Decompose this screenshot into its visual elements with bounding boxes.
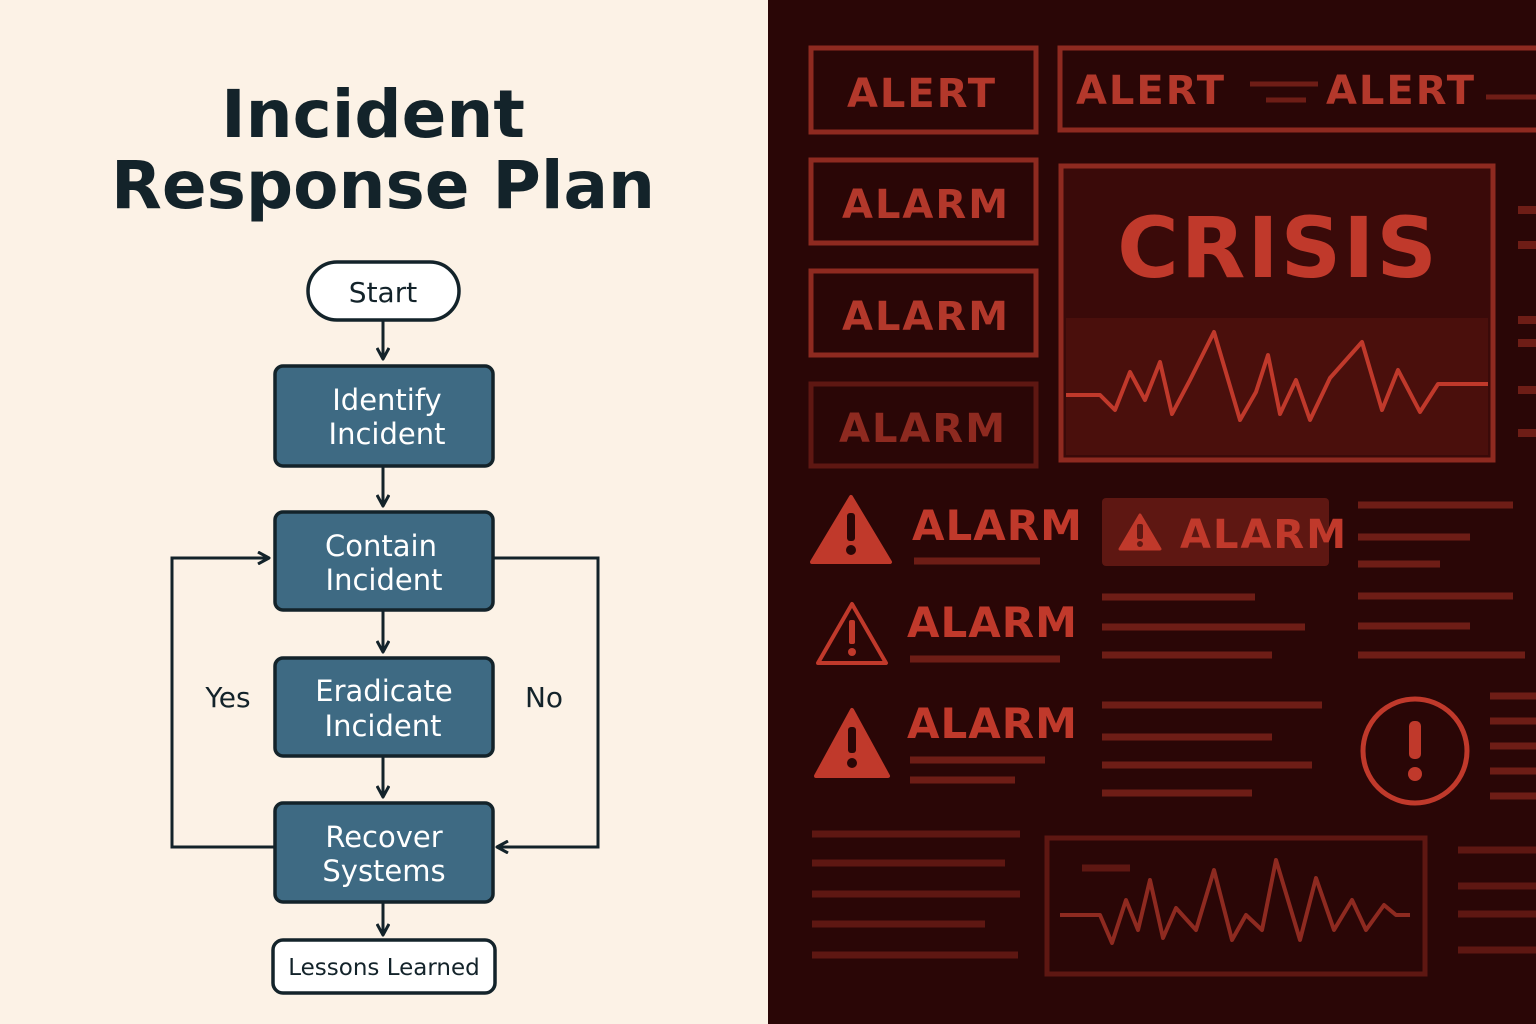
alert-box: ALERT	[808, 45, 1039, 135]
step-label-line1: Contain	[325, 529, 437, 563]
title-line-2: Response Plan	[111, 147, 655, 224]
title-line-1: Incident	[221, 76, 525, 153]
warning-row: ALARM	[814, 699, 1078, 784]
text-lines-block	[1102, 593, 1305, 659]
lessons-learned-label: Lessons Learned	[288, 955, 480, 981]
start-node: Start	[306, 260, 461, 322]
edge-stripes	[1518, 206, 1536, 437]
step-recover-systems: Recover Systems	[273, 801, 495, 904]
alarm-dashboard-canvas: ALERT ALERT ALERT ALARM ALARM ALARM CRI	[768, 0, 1536, 1024]
badge-label: ALARM	[1180, 512, 1348, 558]
text-lines-block	[1358, 501, 1525, 659]
warning-label: ALARM	[907, 699, 1078, 748]
step-label-line1: Identify	[332, 383, 441, 417]
step-contain-incident: Contain Incident	[273, 510, 495, 612]
crisis-panel: CRISIS	[1058, 163, 1496, 463]
alert-label: ALERT	[847, 71, 997, 117]
alarm-box: ALARM	[808, 157, 1039, 246]
branch-no-label: No	[525, 681, 563, 714]
alarm-label: ALARM	[842, 182, 1010, 228]
loop-no-connector	[493, 556, 600, 847]
loop-yes-connector	[170, 558, 275, 849]
alarm-box: ALARM	[808, 268, 1039, 358]
warning-row: ALARM	[810, 495, 1083, 565]
step-label-line2: Incident	[326, 563, 443, 597]
text-lines-block	[1458, 846, 1536, 954]
alarm-box: ALARM	[808, 381, 1039, 469]
crisis-waveform	[1066, 330, 1488, 422]
text-lines-block	[812, 830, 1020, 959]
warning-triangle-icon	[816, 602, 888, 665]
alert-banner: ALERT ALERT	[1057, 45, 1536, 133]
step-label-line2: Incident	[325, 709, 442, 743]
alarm-label: ALARM	[842, 294, 1010, 340]
crisis-label: CRISIS	[1117, 199, 1439, 297]
warning-label: ALARM	[912, 501, 1083, 550]
waveform-monitor	[1044, 835, 1428, 977]
step-label-line2: Incident	[329, 417, 446, 451]
step-label-line2: Systems	[322, 854, 445, 888]
start-label: Start	[349, 276, 417, 309]
warning-triangle-icon	[814, 708, 890, 778]
warning-row: ALARM	[816, 598, 1078, 665]
lessons-learned-node: Lessons Learned	[271, 938, 497, 995]
alert-label: ALERT	[1326, 68, 1476, 114]
text-lines-block	[1490, 692, 1536, 800]
crisis-chart-area	[1066, 318, 1488, 455]
alarm-label: ALARM	[839, 406, 1007, 452]
exclamation-circle-icon	[1360, 696, 1470, 806]
step-label-line1: Recover	[325, 820, 442, 854]
flowchart-panel: Incident Response Plan Start Yes No Iden…	[0, 0, 768, 1024]
alarm-dashboard-panel: ALERT ALERT ALERT ALARM ALARM ALARM CRI	[768, 0, 1536, 1024]
warning-triangle-icon	[1118, 513, 1162, 551]
flowchart-canvas: Incident Response Plan Start Yes No Iden…	[0, 0, 768, 1024]
monitor-waveform	[1060, 858, 1410, 945]
branch-yes-label: Yes	[204, 681, 250, 714]
step-label-line1: Eradicate	[315, 674, 452, 708]
warning-label: ALARM	[907, 598, 1078, 647]
step-eradicate-incident: Eradicate Incident	[273, 656, 495, 758]
alarm-badge: ALARM	[1102, 498, 1348, 566]
warning-triangle-icon	[810, 495, 892, 564]
step-identify-incident: Identify Incident	[273, 364, 495, 468]
alert-label: ALERT	[1076, 68, 1226, 114]
text-lines-block	[1102, 701, 1322, 797]
